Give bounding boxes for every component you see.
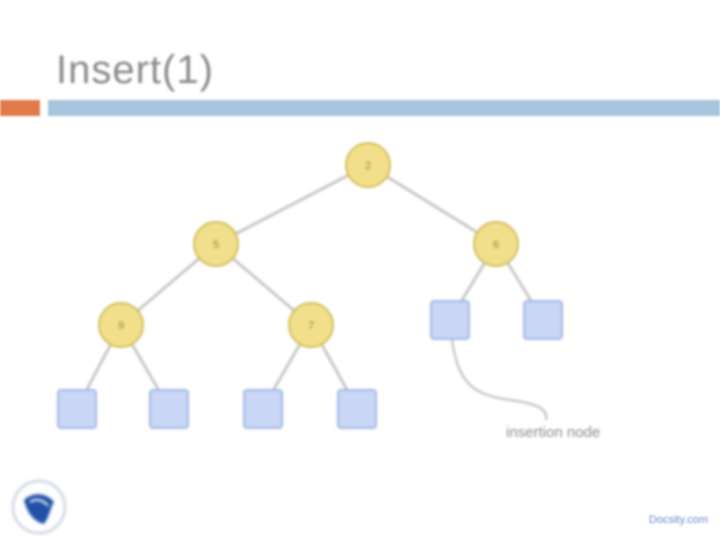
node-left-label: 5 [213,239,219,251]
edge-root-right [367,163,497,246]
node-left: 5 [193,221,239,267]
node-left-left-label: 9 [118,320,124,332]
slide-title: Insert(1) [56,48,214,92]
tree-edges [75,163,545,409]
footer-source-link[interactable]: Docsity.com [648,514,708,526]
node-left-left: 9 [98,302,144,348]
university-logo-icon [12,480,66,534]
insertion-node-label: insertion node [506,424,601,441]
leaf-4 [337,389,377,429]
insertion-callout-arrow [450,339,548,421]
node-root-label: 2 [365,160,371,172]
edge-root-left [215,163,369,246]
accent-bar-blue [48,100,720,116]
accent-bar-orange [0,100,40,116]
node-right: 6 [473,221,519,267]
node-left-right-label: 7 [308,320,314,332]
leaf-1 [57,389,97,429]
node-root: 2 [345,142,391,188]
leaf-right-2 [523,300,563,340]
leaf-2 [149,389,189,429]
node-left-right: 7 [288,302,334,348]
leaf-insertion [430,300,470,340]
node-right-label: 6 [493,239,499,251]
leaf-nodes [57,300,563,429]
leaf-3 [243,389,283,429]
